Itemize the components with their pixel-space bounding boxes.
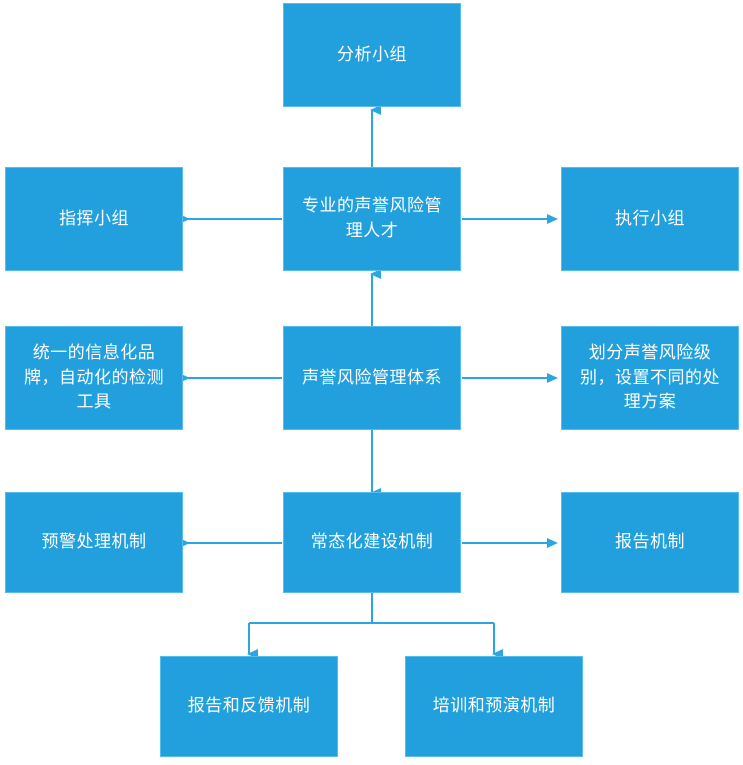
node-talent[interactable]: 专业的声誉风险管理人才	[283, 167, 461, 271]
node-report-mechanism-label: 报告机制	[615, 532, 685, 553]
node-report-mechanism[interactable]: 报告机制	[561, 492, 739, 593]
node-report-feedback-label: 报告和反馈机制	[187, 696, 311, 717]
node-execution-team[interactable]: 执行小组	[561, 167, 739, 271]
node-normalized-build-label: 常态化建设机制	[310, 532, 434, 553]
node-risk-levels[interactable]: 划分声誉风险级别，设置不同的处理方案	[561, 326, 739, 430]
node-execution-team-label: 执行小组	[615, 208, 685, 229]
node-command-team[interactable]: 指挥小组	[5, 167, 183, 271]
node-command-team-label: 指挥小组	[59, 208, 129, 229]
node-analysis-team[interactable]: 分析小组	[283, 3, 461, 107]
node-analysis-team-label: 分析小组	[337, 44, 407, 65]
node-brand-tools[interactable]: 统一的信息化品牌，自动化的检测工具	[5, 326, 183, 430]
node-talent-label: 专业的声誉风险管理人才	[302, 196, 442, 241]
node-report-feedback[interactable]: 报告和反馈机制	[160, 656, 338, 757]
node-normalized-build[interactable]: 常态化建设机制	[283, 492, 461, 593]
node-warning-handling-label: 预警处理机制	[41, 532, 147, 553]
node-training-drill[interactable]: 培训和预演机制	[405, 656, 583, 757]
node-system-core-label: 声誉风险管理体系	[302, 367, 442, 388]
node-risk-levels-label: 划分声誉风险级别，设置不同的处理方案	[580, 343, 720, 413]
node-brand-tools-label: 统一的信息化品牌，自动化的检测工具	[24, 343, 164, 413]
node-system-core[interactable]: 声誉风险管理体系	[283, 326, 461, 430]
node-training-drill-label: 培训和预演机制	[432, 696, 556, 717]
node-warning-handling[interactable]: 预警处理机制	[5, 492, 183, 593]
